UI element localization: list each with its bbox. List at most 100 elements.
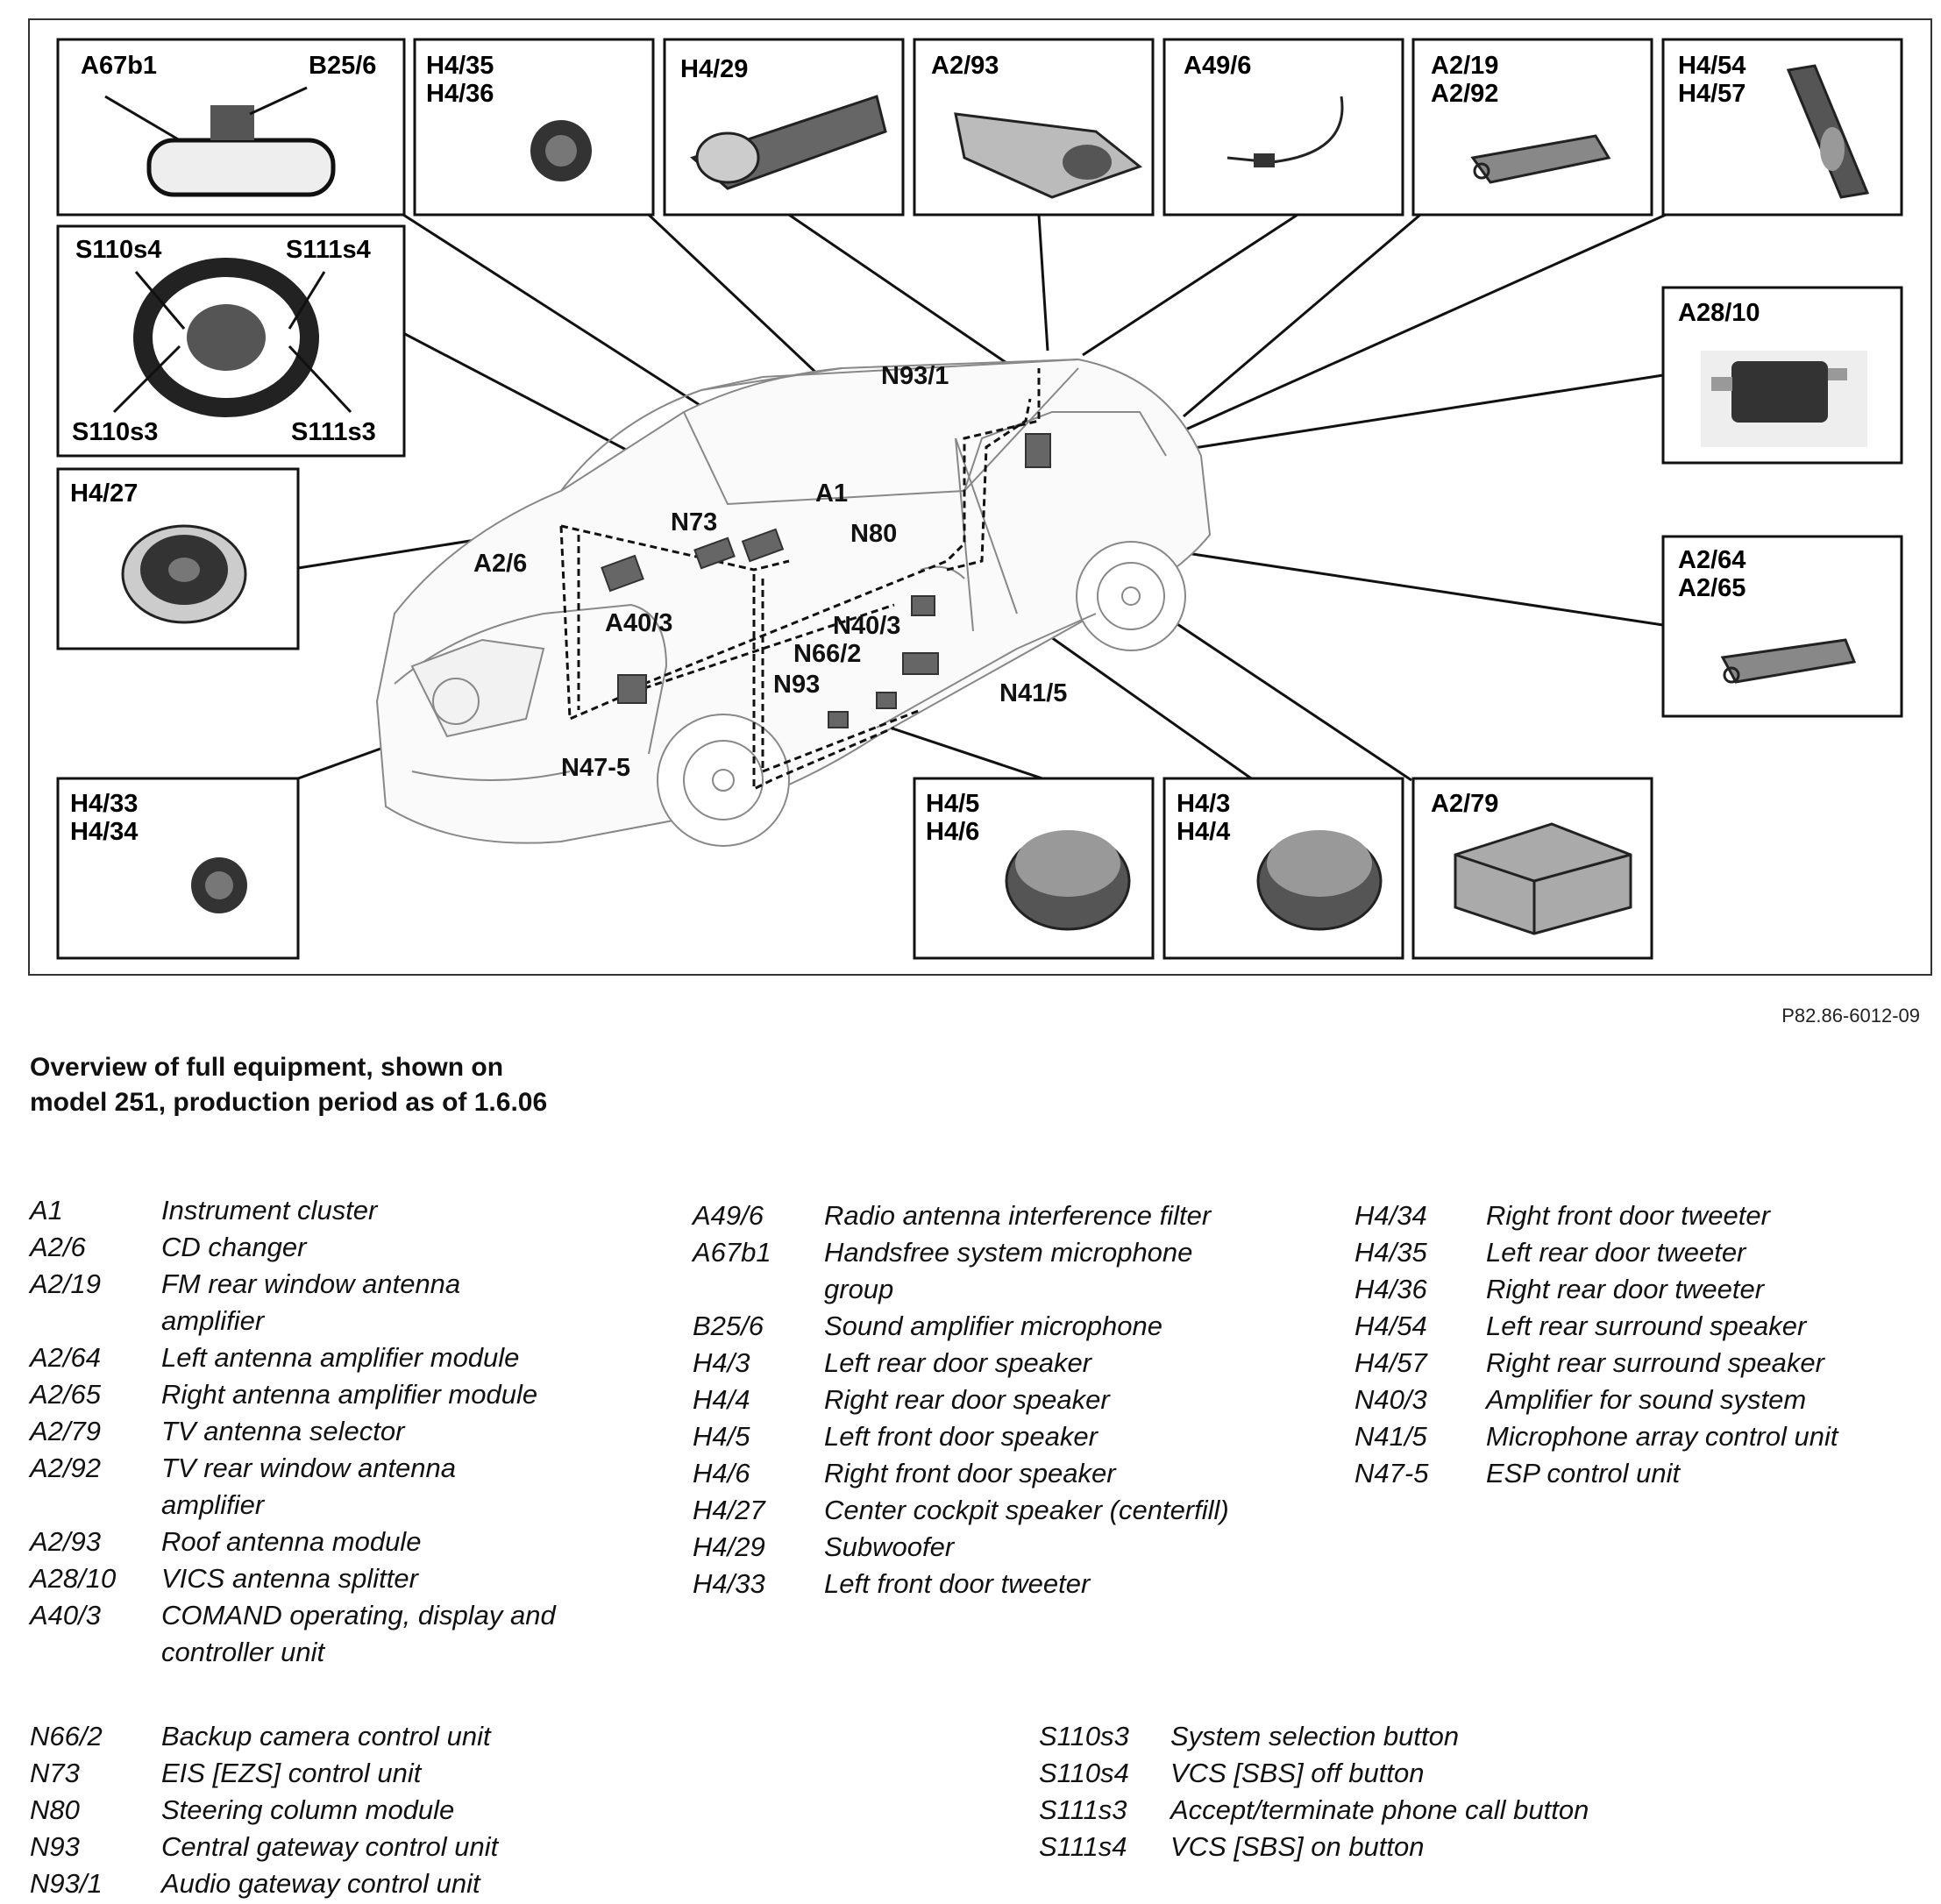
legend-code: H4/54 (1354, 1311, 1427, 1341)
legend-desc: Center cockpit speaker (centerfill) (824, 1495, 1229, 1525)
legend-desc: Right front door tweeter (1486, 1200, 1770, 1231)
box-h454-label-1: H4/54 (1678, 52, 1745, 80)
legend-code: H4/5 (693, 1421, 750, 1452)
legend-entry: H4/54 Left rear surround speaker (1354, 1308, 1933, 1345)
legend-code: A2/93 (30, 1526, 102, 1557)
box-h43: H4/3 H4/4 (1162, 777, 1404, 960)
legend-desc: Microphone array control unit (1486, 1421, 1838, 1452)
box-mirror: A67b1 B25/6 (56, 38, 406, 217)
legend-desc: Central gateway control unit (161, 1831, 499, 1862)
legend-desc: Steering column module (161, 1794, 455, 1825)
legend-desc: Backup camera control unit (161, 1721, 491, 1751)
legend-code: N93/1 (30, 1868, 103, 1899)
legend-entry: N93/1 Audio gateway control unit (30, 1865, 643, 1902)
legend-code: A67b1 (693, 1237, 771, 1268)
legend-desc: Left front door tweeter (824, 1568, 1091, 1599)
label-n80: N80 (850, 520, 897, 548)
box-h429: H4/29 (663, 38, 905, 217)
box-a496: A49/6 (1162, 38, 1404, 217)
legend-desc: Right front door speaker (824, 1458, 1116, 1488)
legend-code: A49/6 (693, 1200, 764, 1231)
box-h427: H4/27 (56, 467, 300, 650)
box-h429-label-1: H4/29 (680, 55, 748, 83)
legend-desc: Right rear door tweeter (1486, 1274, 1765, 1304)
legend-desc: System selection button (1170, 1721, 1460, 1751)
legend-desc: Instrument cluster (161, 1195, 378, 1226)
label-a403: A40/3 (605, 609, 672, 637)
box-a219: A2/19 A2/92 (1411, 38, 1653, 217)
legend-entry: H4/57 Right rear surround speaker (1354, 1345, 1933, 1382)
box-a293: A2/93 (913, 38, 1155, 217)
legend-desc: VICS antenna splitter (161, 1563, 418, 1594)
legend-desc: Left rear surround speaker (1486, 1311, 1807, 1341)
legend-entry: N93 Central gateway control unit (30, 1829, 643, 1865)
legend-desc: TV rear window antenna amplifier (161, 1453, 457, 1520)
legend-desc: Right antenna amplifier module (161, 1379, 538, 1410)
label-n415: N41/5 (999, 679, 1067, 707)
legend-code: H4/57 (1354, 1347, 1427, 1378)
box-h433-label-1: H4/33 (70, 790, 138, 818)
legend-code: N47-5 (1354, 1458, 1429, 1488)
legend-desc: ESP control unit (1486, 1458, 1681, 1488)
label-n93: N93 (773, 671, 820, 699)
box-mirror-label-2: B25/6 (309, 52, 376, 80)
box-a279: A2/79 (1411, 777, 1653, 960)
legend-desc: Audio gateway control unit (161, 1868, 480, 1899)
box-h433: H4/33 H4/34 (56, 777, 300, 960)
box-a2810-label-1: A28/10 (1678, 299, 1760, 327)
legend-desc: Radio antenna interference filter (824, 1200, 1212, 1231)
box-a219-label-2: A2/92 (1431, 80, 1498, 108)
legend-desc: Left rear door speaker (824, 1347, 1092, 1378)
legend-desc: Accept/terminate phone call button (1170, 1794, 1589, 1825)
legend-code: A40/3 (30, 1600, 102, 1630)
legend-code: H4/34 (1354, 1200, 1427, 1231)
box-h43-label-2: H4/4 (1177, 818, 1230, 846)
car-labels: N93/1 A1 N73 N80 A2/6 A40/3 N40/3 N66/2 … (473, 362, 1067, 782)
label-a1: A1 (815, 480, 848, 508)
label-n403: N40/3 (833, 612, 900, 640)
label-a26: A2/6 (473, 550, 527, 578)
box-a496-label-1: A49/6 (1184, 52, 1251, 80)
legend-desc: Left rear door tweeter (1486, 1237, 1746, 1268)
box-mirror-label-1: A67b1 (81, 52, 157, 80)
legend-desc: EIS [EZS] control unit (161, 1758, 422, 1788)
legend-code: A2/6 (30, 1232, 86, 1262)
legend-code: S111s3 (1039, 1794, 1127, 1825)
legend-desc: Left front door speaker (824, 1421, 1098, 1452)
legend-desc: Sound amplifier microphone (824, 1311, 1162, 1341)
legend-column-2: A49/6 Radio antenna interference filter A… (693, 1197, 1289, 1602)
box-a264-label-1: A2/64 (1678, 546, 1745, 574)
legend-code: A2/79 (30, 1416, 102, 1446)
legend-desc: Right rear surround speaker (1486, 1347, 1824, 1378)
legend-desc: Subwoofer (824, 1531, 955, 1562)
box-h433-label-2: H4/34 (70, 818, 138, 846)
legend-code: N66/2 (30, 1721, 103, 1751)
legend-entry: A2/93 Roof antenna module (30, 1524, 591, 1560)
legend-desc: Left antenna amplifier module (161, 1342, 520, 1373)
box-a2810: A28/10 (1661, 286, 1903, 465)
box-h45-label-2: H4/6 (926, 818, 979, 846)
box-h43-label-1: H4/3 (1177, 790, 1230, 818)
legend-desc: Roof antenna module (161, 1526, 422, 1557)
filter-icon (1226, 96, 1344, 164)
legend-code: N93 (30, 1831, 80, 1862)
